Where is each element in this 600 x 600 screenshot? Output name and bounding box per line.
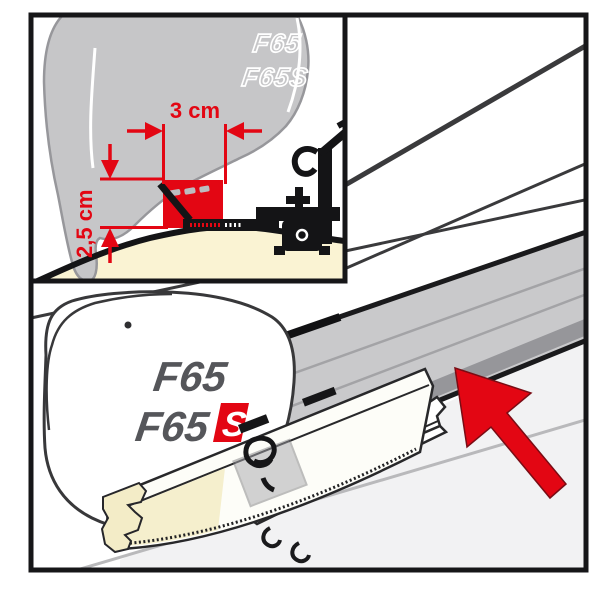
bracket-hook-foot-2 (290, 541, 311, 564)
bracket-hook (291, 145, 319, 177)
case-gray-body (42, 17, 310, 279)
height-dimension-label: 2,5 cm (72, 190, 97, 259)
main-model-label-1: F65 (151, 353, 230, 400)
body-seam-line-upper (341, 162, 584, 272)
clamp-jaw-2 (302, 386, 337, 407)
case-seam-right (286, 17, 302, 113)
adapter-slot-2 (184, 187, 196, 195)
main-scene: F65 F65 S (33, 43, 584, 568)
inset-model-label-1: F65 (251, 28, 303, 58)
inset-detail-panel: F65 F65S (33, 17, 343, 279)
bracket-bolt-cross (286, 196, 310, 204)
adapter-slot-3 (199, 185, 210, 193)
clamp-plate (232, 438, 308, 508)
profile-cross-section-cap (100, 481, 148, 554)
awning-case-seam (45, 292, 173, 431)
inset-bracket-assembly (256, 119, 343, 255)
case-rivet-dot (124, 321, 132, 329)
adapter-profile-highlight (157, 180, 279, 231)
pointer-arrow (454, 366, 568, 500)
bracket-arm-tip (336, 119, 343, 129)
width-arrow-right-head (226, 122, 244, 140)
clamp-jaw-1 (238, 414, 270, 434)
adapter-strut (157, 181, 193, 223)
width-arrow-left-head (145, 122, 163, 140)
clamp-hook (243, 435, 277, 469)
bracket-arm (317, 129, 343, 158)
height-arrow-bottom-head (101, 228, 119, 247)
main-model-label-2: F65 (133, 403, 212, 450)
profile-cream-shade (114, 468, 225, 546)
bracket-post (318, 148, 332, 244)
clamp-stem (260, 477, 275, 493)
bracket-hook-foot-1 (261, 526, 282, 549)
outer-frame (28, 12, 589, 573)
width-dimension-label: 3 cm (170, 98, 220, 123)
roof-cream-band (41, 226, 343, 279)
bracket-foot-left (274, 246, 285, 255)
case-seam-left (89, 47, 97, 169)
inset-model-label-2: F65S (240, 62, 310, 92)
profile-clamp (232, 386, 337, 508)
roof-edge-line (338, 43, 584, 191)
bracket-knob-ring (295, 228, 309, 242)
bracket-foot-right (319, 246, 330, 255)
height-arrow-top-head (101, 160, 119, 179)
model-s-badge (213, 403, 249, 442)
bracket-knob (292, 225, 312, 245)
dimension-annotations: 3 cm 2,5 cm (72, 98, 262, 263)
case-cross-section: F65 F65S (42, 17, 311, 279)
